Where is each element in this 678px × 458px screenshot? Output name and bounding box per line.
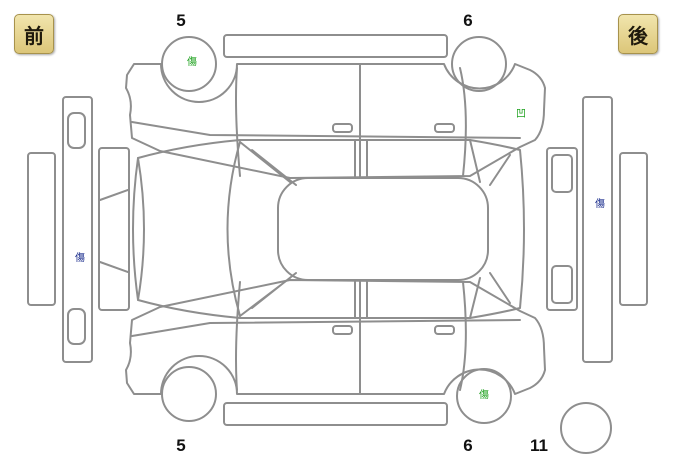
roof	[277, 177, 489, 281]
front-grille-lines	[99, 189, 129, 273]
bottom-front-door	[235, 279, 361, 395]
front-grille-panel	[98, 147, 130, 311]
rear-bumper-panel	[582, 96, 613, 363]
rear-top-wheel	[451, 36, 507, 92]
hood-outline	[137, 141, 241, 317]
rear-bottom-wheel	[456, 368, 512, 424]
windshield	[239, 141, 297, 317]
top-front-door-handle	[332, 123, 353, 133]
bottom-front-door-handle	[332, 325, 353, 335]
rear-window	[469, 139, 511, 319]
top-side-profile	[125, 63, 546, 179]
bottom-side-profile	[125, 279, 546, 395]
rear-light-top	[551, 154, 573, 193]
front-top-wheel-number: 5	[176, 11, 186, 30]
bottom-rear-door-handle	[434, 325, 455, 335]
front-badge: 前	[14, 14, 54, 54]
center-pillars	[354, 139, 368, 319]
front-fog-light-bottom	[67, 308, 86, 345]
rear-right-door-dent-mark: 凹	[516, 109, 526, 120]
bottom-side-belt-line	[131, 319, 521, 337]
spare-tire	[560, 402, 612, 454]
top-front-door	[235, 63, 361, 179]
front-top-wheel	[161, 36, 217, 92]
top-view-body-outline	[132, 139, 525, 319]
front-top-wheel-damage-mark: 傷	[187, 57, 197, 68]
rear-light-panel	[546, 147, 578, 311]
rear-badge: 後	[618, 14, 658, 54]
spare-tire-number: 11	[530, 436, 548, 455]
top-rear-door-handle	[434, 123, 455, 133]
rear-light-bottom	[551, 265, 573, 304]
top-side-sill	[223, 34, 448, 58]
rear-bumper-damage-mark: 傷	[595, 199, 605, 210]
front-bumper-damage-mark: 傷	[75, 253, 85, 264]
front-bottom-wheel	[161, 366, 217, 422]
front-fog-light-top	[67, 112, 86, 149]
top-side-belt-line	[131, 121, 521, 139]
rear-bumper-outer-panel	[619, 152, 648, 306]
bottom-side-sill	[223, 402, 448, 426]
front-bottom-wheel-number: 5	[176, 436, 186, 455]
front-bumper-panel	[62, 96, 93, 363]
rear-top-wheel-number: 6	[463, 11, 473, 30]
front-bumper-outer-panel	[27, 152, 56, 306]
top-rear-door	[459, 67, 467, 177]
rear-bottom-wheel-number: 6	[463, 436, 473, 455]
rear-bottom-wheel-damage-mark: 傷	[479, 390, 489, 401]
